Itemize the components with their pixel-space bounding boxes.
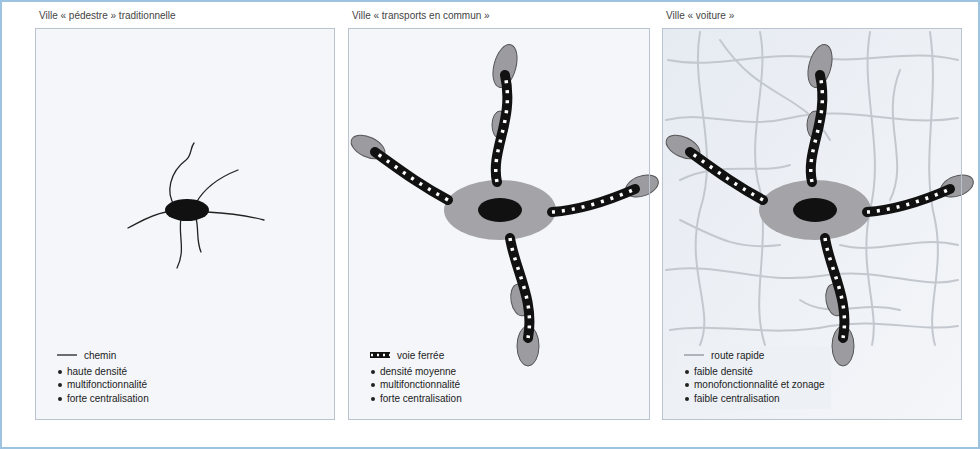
feature-bullet: multifonctionnalité: [56, 378, 149, 392]
city-model-panel: Ville « pédestre » traditionnellecheminh…: [35, 28, 335, 420]
legend-row: route rapide: [683, 350, 825, 361]
legend-box: voie ferrée densité moyennemultifonctionn…: [363, 346, 468, 410]
legend-row: chemin: [56, 350, 149, 361]
feature-bullet: forte centralisation: [56, 392, 149, 406]
feature-bullet: haute densité: [56, 365, 149, 379]
feature-bullet: monofonctionnalité et zonage: [683, 378, 825, 392]
legend-sample: [56, 351, 78, 359]
legend-row: voie ferrée: [369, 350, 462, 361]
legend-label: voie ferrée: [397, 350, 444, 361]
legend-label: route rapide: [711, 350, 764, 361]
panel-title: Ville « voiture »: [666, 10, 734, 21]
panel-title: Ville « transports en commun »: [352, 10, 490, 21]
city-model-panel: Ville « voiture »route rapidefaible dens…: [662, 28, 962, 420]
feature-bullet: faible centralisation: [683, 392, 825, 406]
legend-sample: [683, 351, 705, 359]
feature-bullet: densité moyenne: [369, 365, 462, 379]
legend-sample: [369, 351, 391, 359]
feature-bullet: forte centralisation: [369, 392, 462, 406]
legend-box: route rapide faible densitémonofonctionna…: [677, 346, 831, 410]
panel-title: Ville « pédestre » traditionnelle: [39, 10, 176, 21]
feature-bullet: multifonctionnalité: [369, 378, 462, 392]
city-model-panel: Ville « transports en commun »voie ferré…: [348, 28, 650, 420]
legend-label: chemin: [84, 350, 116, 361]
feature-bullet: faible densité: [683, 365, 825, 379]
legend-box: chemin haute densitémultifonctionnalitéfo…: [50, 346, 155, 410]
